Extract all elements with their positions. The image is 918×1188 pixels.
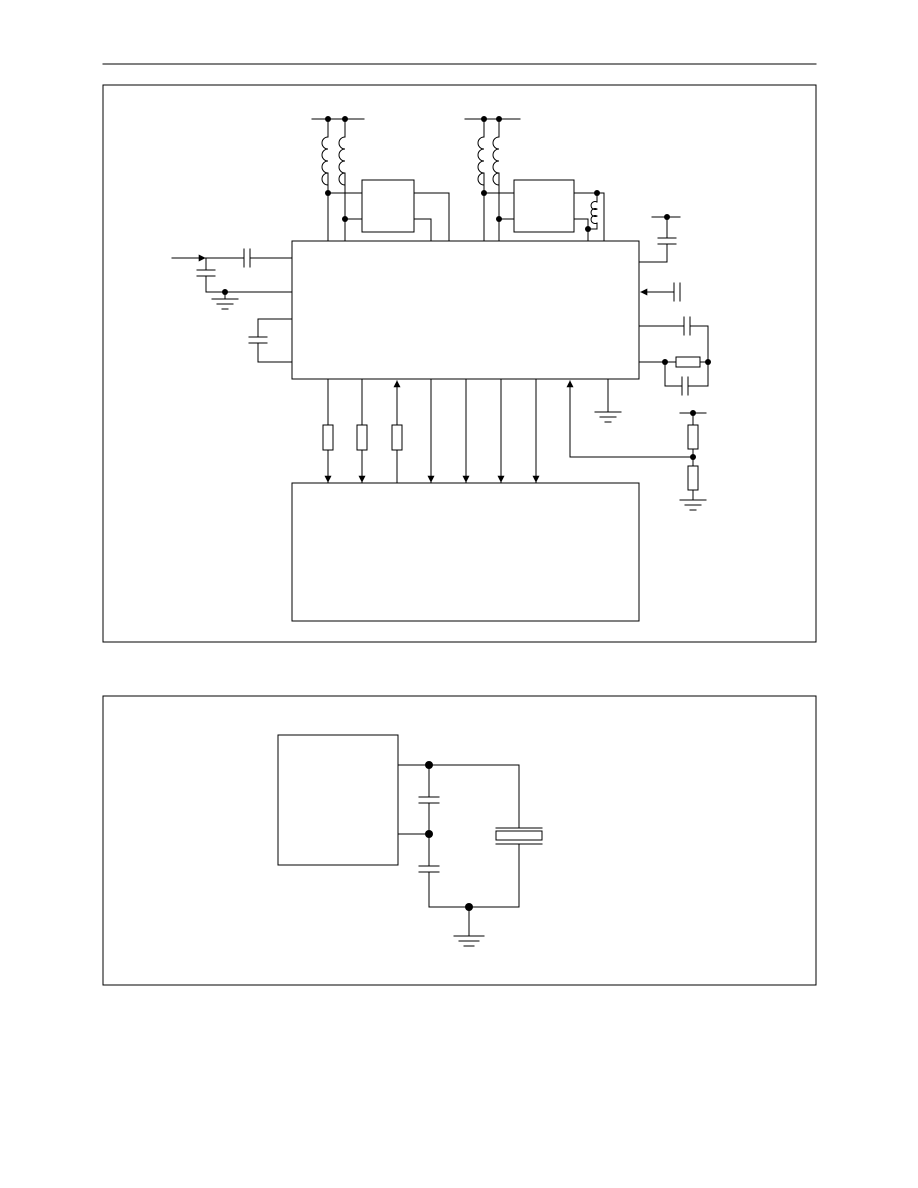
decoder-left-wire-a	[413, 192, 450, 242]
figure-1-frame	[102, 84, 817, 643]
figure-2-frame	[102, 695, 817, 986]
oscillator-network	[397, 761, 543, 947]
main-ic-ground	[594, 378, 622, 423]
right-input-cap	[640, 282, 681, 302]
voltage-divider	[566, 380, 707, 511]
main-ic-block	[291, 240, 640, 380]
right-supply-cap	[638, 214, 681, 263]
coil-pair-right	[477, 118, 515, 242]
oscillator-ic-block	[277, 734, 399, 866]
application-circuit-figure	[102, 84, 817, 643]
left-decoupling-cap	[248, 318, 293, 363]
coil-pair-left	[321, 118, 363, 242]
controller-block	[291, 482, 640, 622]
decoder-right-block	[513, 179, 575, 233]
signal-bus	[322, 378, 540, 484]
decoder-left-wire-b	[413, 218, 432, 242]
right-rc-network	[638, 316, 711, 396]
rf-input-network	[171, 248, 293, 310]
decoder-right-coil	[573, 190, 605, 242]
decoder-left-block	[361, 179, 415, 233]
crystal-oscillator-figure	[102, 695, 817, 986]
